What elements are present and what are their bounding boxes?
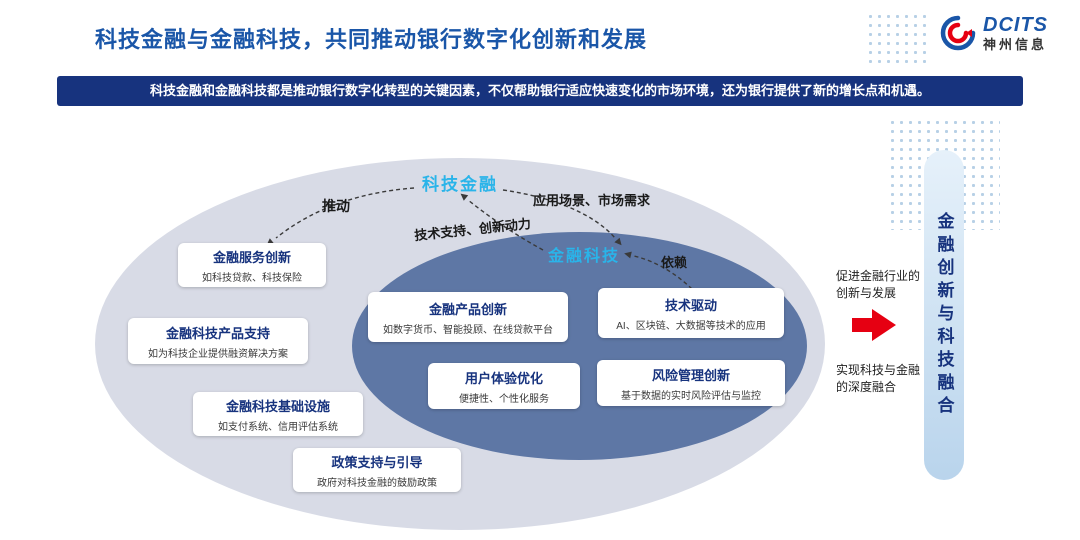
box-desc: 如数字货币、智能投顾、在线贷款平台 (383, 324, 553, 336)
box-desc: 政府对科技金融的鼓励政策 (317, 477, 437, 489)
outer-box-fintech-infrastructure: 金融科技基础设施 如支付系统、信用评估系统 (193, 392, 363, 436)
edge-label-depend: 依赖 (661, 255, 688, 270)
fusion-pill-text: 金融创新与科技融合 (934, 211, 954, 419)
box-title: 技术驱动 (664, 297, 717, 313)
fintech-label: 金融科技 (548, 248, 621, 265)
outer-box-fintech-product-support: 金融科技产品支持 如为科技企业提供融资解决方案 (128, 318, 308, 364)
box-title: 金融科技基础设施 (225, 398, 330, 414)
note-deep-fusion: 实现科技与金融的深度融合 (836, 363, 921, 395)
edge-label-push: 推动 (322, 198, 350, 214)
edge-label-application: 应用场景、市场需求 (533, 193, 651, 208)
box-desc: 如支付系统、信用评估系统 (218, 421, 338, 433)
box-desc: 如为科技企业提供融资解决方案 (148, 348, 288, 360)
logo-text: DCITS 神州信息 (983, 14, 1048, 52)
box-desc: 基于数据的实时风险评估与监控 (621, 390, 761, 402)
inner-box-technology-driven: 技术驱动 AI、区块链、大数据等技术的应用 (598, 288, 784, 338)
box-title: 用户体验优化 (464, 370, 543, 386)
summary-banner: 科技金融和金融科技都是推动银行数字化转型的关键因素，不仅帮助银行适应快速变化的市… (57, 76, 1023, 106)
fintech-ellipse (352, 232, 807, 460)
box-desc: 如科技贷款、科技保险 (202, 272, 302, 284)
box-desc: AI、区块链、大数据等技术的应用 (616, 320, 766, 332)
box-desc: 便捷性、个性化服务 (459, 393, 549, 405)
logo-brand-text: DCITS (983, 14, 1048, 36)
box-title: 金融服务创新 (212, 249, 291, 265)
logo-subtitle-text: 神州信息 (983, 37, 1048, 52)
inner-box-risk-management: 风险管理创新 基于数据的实时风险评估与监控 (597, 360, 785, 406)
tech-finance-label: 科技金融 (422, 175, 498, 194)
note-promote-innovation: 促进金融行业的创新与发展 (836, 269, 921, 301)
box-title: 政策支持与引导 (331, 454, 423, 470)
page-title: 科技金融与金融科技，共同推动银行数字化创新和发展 (95, 27, 648, 52)
dot-pattern-top-right (866, 12, 926, 68)
box-title: 风险管理创新 (651, 367, 730, 383)
inner-box-financial-product-innovation: 金融产品创新 如数字货币、智能投顾、在线贷款平台 (368, 292, 568, 342)
box-title: 金融科技产品支持 (165, 325, 270, 341)
dcits-logo: DCITS 神州信息 (939, 14, 1048, 52)
dcits-logo-icon (940, 15, 976, 51)
fusion-pill: 金融创新与科技融合 (924, 150, 964, 480)
box-title: 金融产品创新 (428, 301, 507, 317)
inner-box-user-experience: 用户体验优化 便捷性、个性化服务 (428, 363, 580, 409)
outer-box-policy-support: 政策支持与引导 政府对科技金融的鼓励政策 (293, 448, 461, 492)
outer-box-financial-service-innovation: 金融服务创新 如科技贷款、科技保险 (178, 243, 326, 287)
red-arrow-icon (852, 309, 896, 341)
